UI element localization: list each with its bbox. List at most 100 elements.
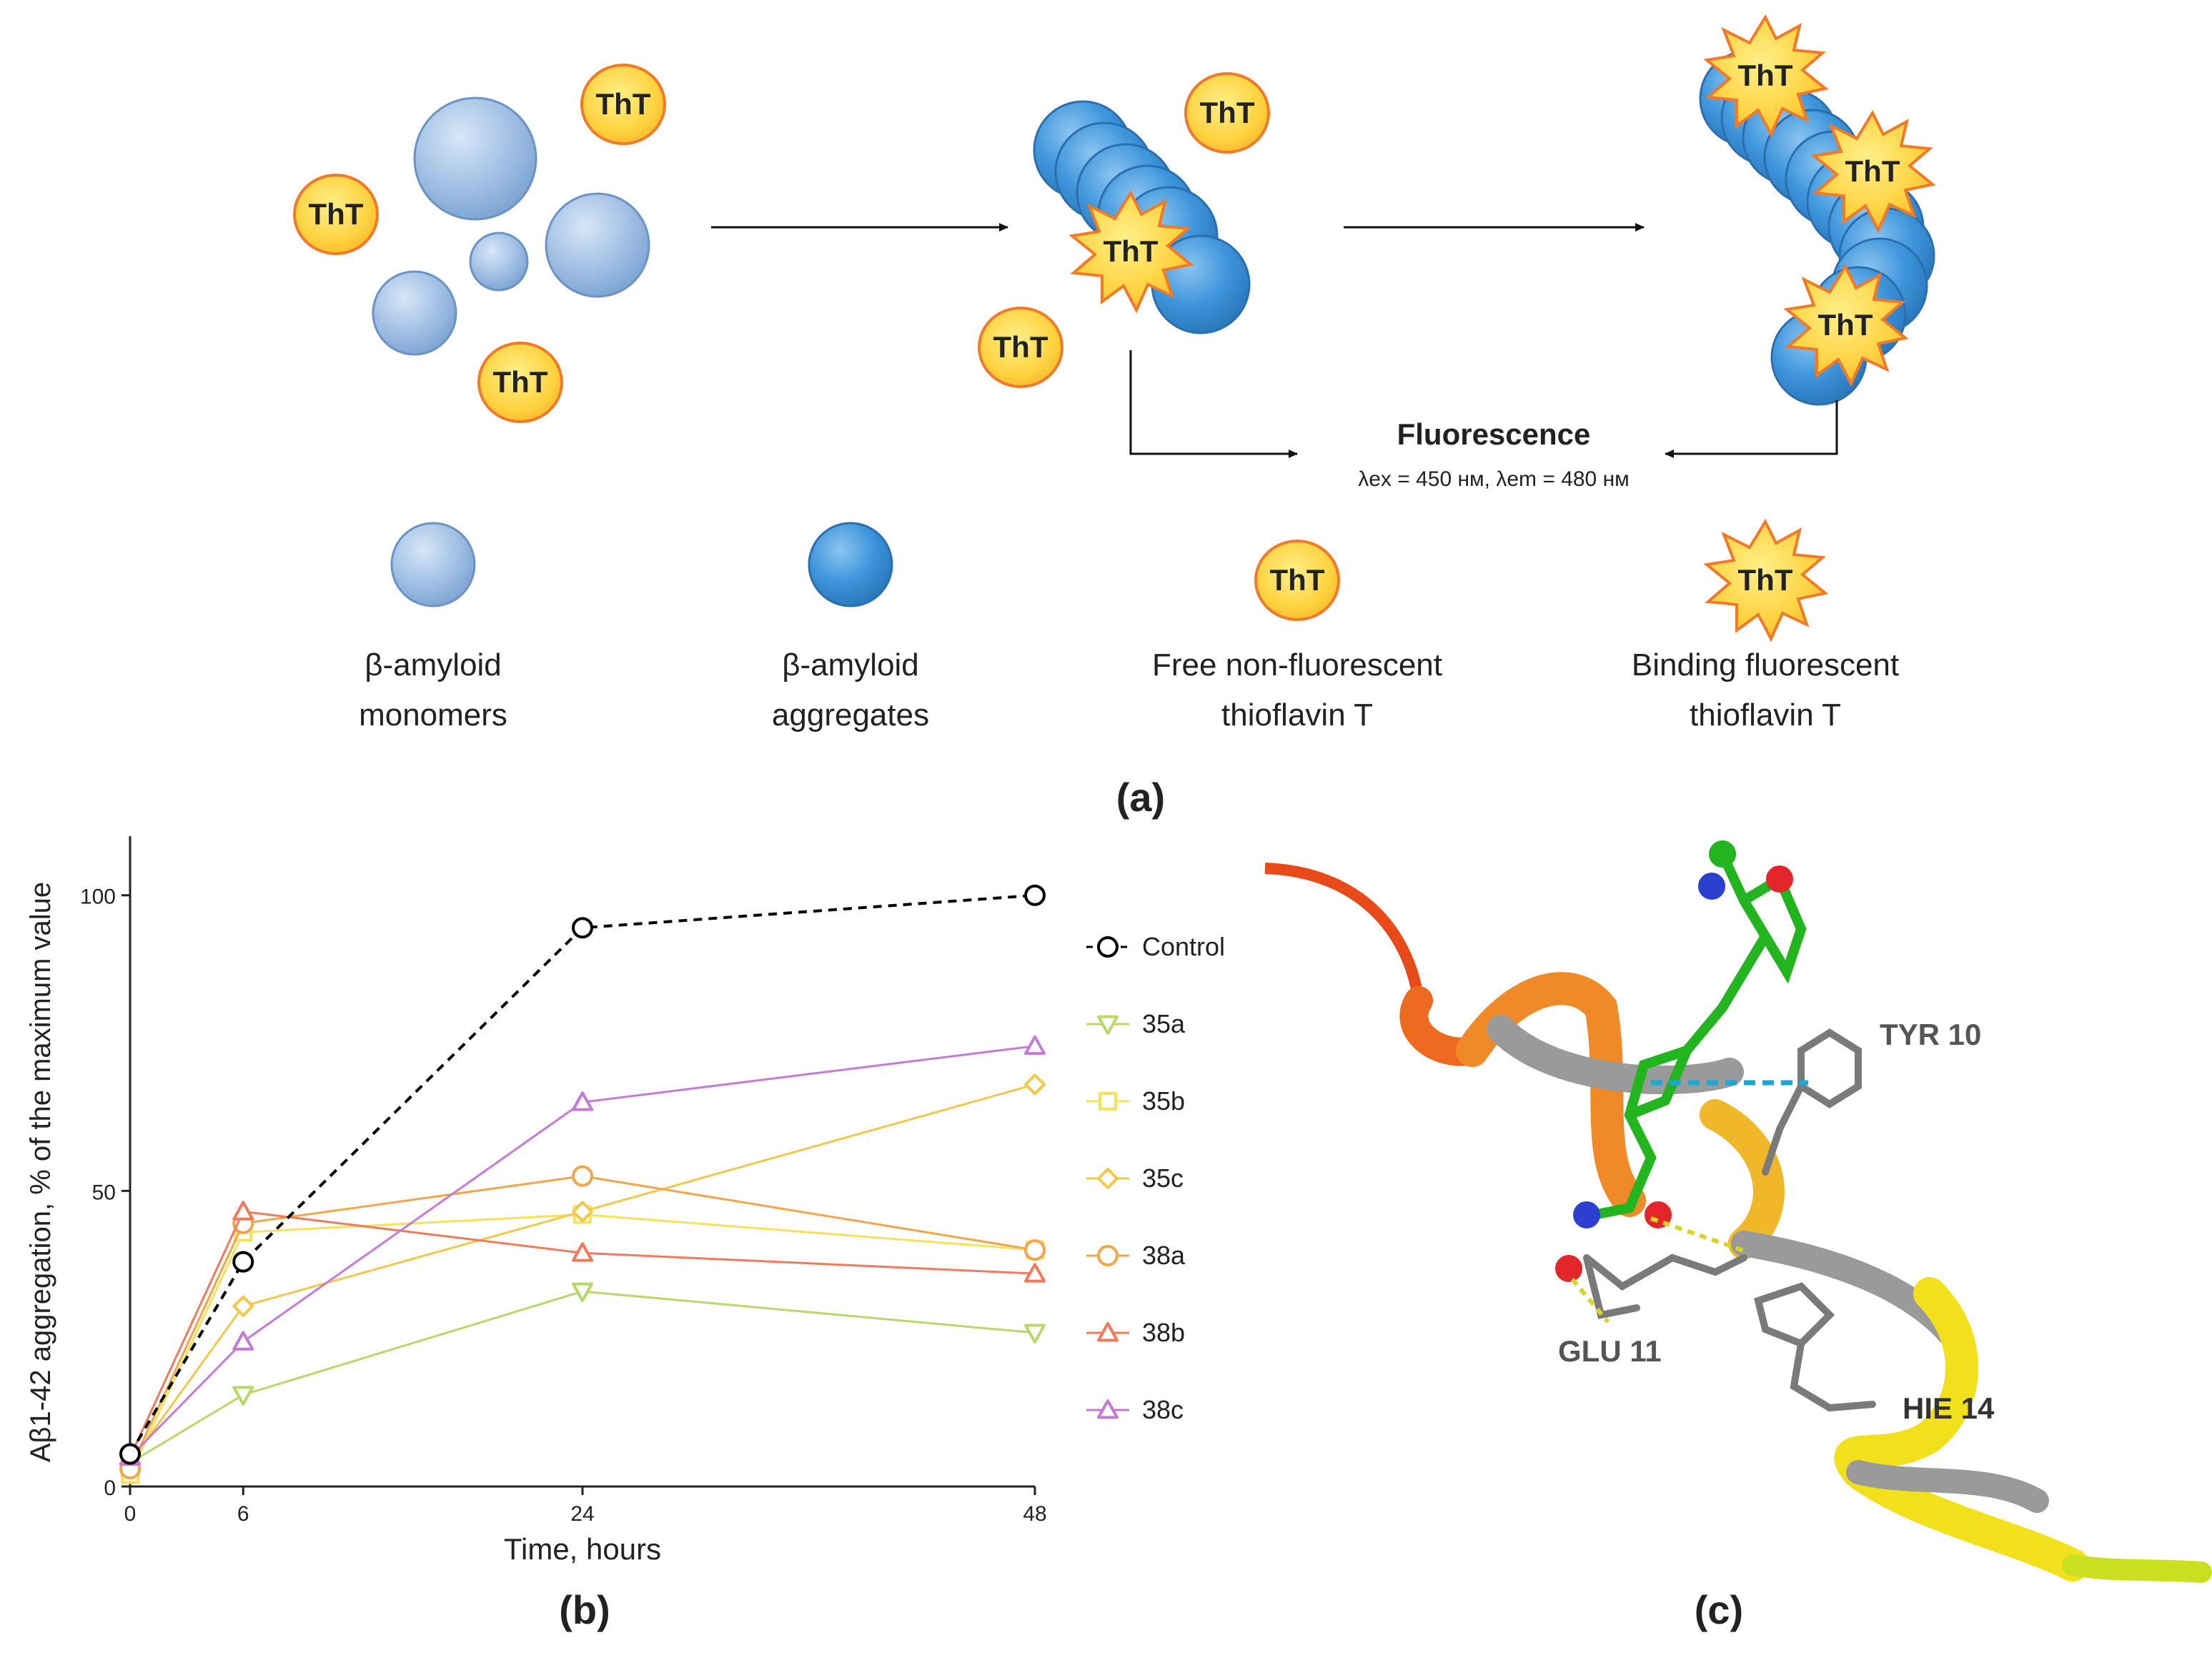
legend-marker — [1097, 1322, 1119, 1342]
legend-bound-tht: ThT Binding fluorescent thioflavin T — [1632, 520, 1899, 733]
legend-item-38b: 38b — [1086, 1318, 1185, 1347]
svg-text:β-amyloid: β-amyloid — [782, 647, 919, 682]
series-line — [129, 1290, 1036, 1464]
data-point — [572, 1242, 593, 1262]
legend-monomer: β-amyloid monomers — [359, 522, 507, 733]
legend-item-35c: 35c — [1086, 1163, 1184, 1193]
data-point — [232, 1251, 254, 1273]
legend-item-35a: 35a — [1086, 1009, 1186, 1038]
hbond-line-1 — [1650, 1216, 1745, 1253]
legend-label: 35a — [1142, 1009, 1186, 1038]
tht-bound-3: ThT — [1812, 111, 1934, 232]
svg-text:ThT: ThT — [1270, 563, 1325, 597]
tht-bound-1: ThT — [1071, 192, 1192, 312]
legend-marker — [1097, 1015, 1119, 1035]
legend-marker — [1097, 1245, 1119, 1266]
svg-text:ThT: ThT — [1818, 308, 1873, 342]
x-tick-label: 48 — [1023, 1502, 1046, 1526]
x-tick-label: 0 — [124, 1502, 137, 1526]
x-axis-label: Time, hours — [504, 1532, 661, 1566]
svg-text:ThT: ThT — [1738, 563, 1793, 597]
legend-label: Control — [1142, 932, 1225, 961]
svg-text:Binding fluorescent: Binding fluorescent — [1632, 647, 1899, 682]
panel-b-label: (b) — [559, 1587, 610, 1632]
series-38a — [119, 1165, 1046, 1480]
panel-a-label: (a) — [1116, 775, 1165, 820]
legend-free-tht: ThT Free non-fluorescent thioflavin T — [1152, 540, 1442, 733]
data-point — [232, 1201, 254, 1221]
data-point — [232, 1331, 254, 1351]
svg-text:ThT: ThT — [493, 365, 548, 399]
data-point — [119, 1443, 141, 1465]
legend-label: 38a — [1142, 1241, 1186, 1270]
legend-label: 35c — [1142, 1163, 1184, 1193]
legend-label: 38b — [1142, 1318, 1185, 1347]
svg-text:thioflavin T: thioflavin T — [1221, 698, 1373, 733]
legend-item-35b: 35b — [1086, 1086, 1185, 1116]
x-tick-label: 6 — [237, 1502, 249, 1526]
svg-text:ThT: ThT — [309, 197, 364, 231]
fluorescence-title: Fluorescence — [1397, 417, 1591, 451]
residue-sticks — [1583, 1028, 1876, 1412]
svg-text:ThT: ThT — [1738, 59, 1793, 92]
residue-hie14: HIE 14 — [1903, 1391, 1995, 1425]
data-point — [1024, 1239, 1046, 1261]
series-35c — [119, 1073, 1046, 1474]
data-point — [1024, 884, 1046, 906]
series-line — [129, 893, 1036, 1455]
svg-text:aggregates: aggregates — [772, 698, 929, 733]
panel-c: TYR 10 GLU 11 HIE 14 (c) — [1264, 840, 2212, 1632]
data-point — [232, 1386, 254, 1406]
series-line — [129, 1175, 1036, 1469]
legend-item-38c: 38c — [1086, 1395, 1184, 1424]
series-35a — [119, 1282, 1046, 1474]
series-control — [119, 884, 1046, 1465]
data-point — [572, 1165, 593, 1187]
panel-c-label: (c) — [1695, 1587, 1743, 1632]
arrow-to-fluorescence-left — [1129, 350, 1298, 458]
tht-free-5: ThT — [978, 307, 1063, 388]
protein-helix — [1264, 863, 2212, 1583]
series-line — [129, 1083, 1036, 1464]
aggregate-symbol — [808, 522, 893, 607]
tht-free-4: ThT — [1184, 72, 1270, 154]
panel-a: ThT ThT ThT ThT ThT ThT — [293, 16, 1935, 820]
data-point — [1024, 1035, 1046, 1056]
legend-marker — [1097, 936, 1119, 958]
y-axis-label: Aβ1-42 aggregation, % of the maximum val… — [25, 882, 56, 1462]
fluorescence-params: λex = 450 нм, λem = 480 нм — [1358, 467, 1630, 491]
data-point — [572, 917, 593, 939]
data-point — [1024, 1263, 1046, 1283]
monomer-cluster — [372, 96, 650, 356]
tht-free-2: ThT — [580, 64, 666, 145]
chart-series — [119, 884, 1046, 1484]
svg-text:β-amyloid: β-amyloid — [364, 647, 502, 682]
tht-free-1: ThT — [293, 174, 379, 255]
data-point — [232, 1295, 254, 1317]
legend-item-38a: 38a — [1086, 1241, 1186, 1270]
svg-text:thioflavin T: thioflavin T — [1690, 698, 1841, 733]
data-point — [572, 1282, 593, 1302]
y-tick-label: 50 — [92, 1181, 116, 1204]
svg-text:ThT: ThT — [1845, 154, 1900, 188]
data-point — [572, 1201, 593, 1223]
svg-text:ThT: ThT — [596, 87, 651, 121]
series-38b — [119, 1201, 1046, 1466]
ligand — [1555, 840, 1807, 1282]
data-point — [1024, 1073, 1046, 1096]
series-line — [129, 1213, 1036, 1476]
legend-marker — [1097, 1399, 1119, 1419]
tht-free-3: ThT — [477, 342, 563, 423]
legend-marker — [1097, 1168, 1119, 1189]
svg-text:ThT: ThT — [1103, 234, 1159, 268]
monomer-symbol — [390, 522, 476, 607]
series-line — [129, 1210, 1036, 1458]
legend-item-control: Control — [1086, 932, 1225, 961]
legend-marker — [1098, 1091, 1118, 1111]
data-point — [1024, 1324, 1046, 1344]
series-line — [129, 1045, 1036, 1458]
data-point — [572, 1091, 593, 1111]
